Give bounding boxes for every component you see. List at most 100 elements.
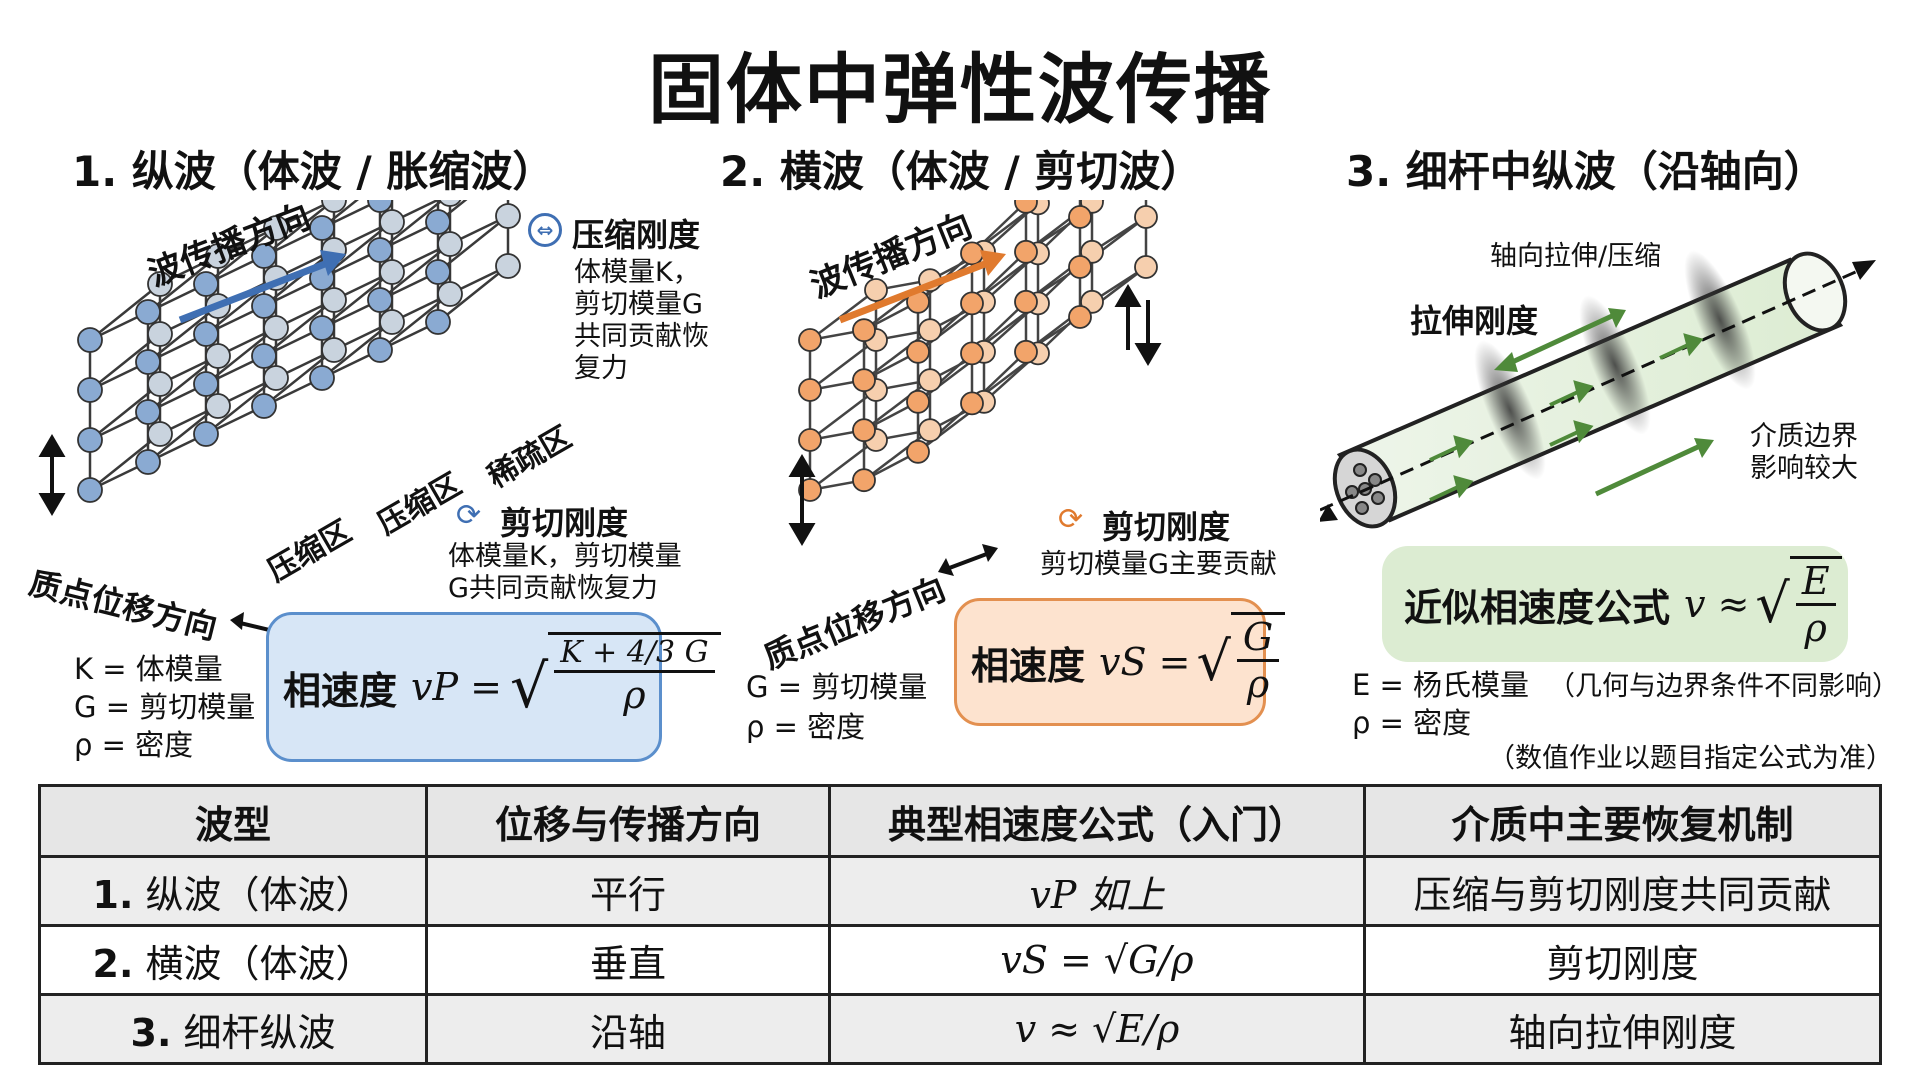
lattice-node xyxy=(135,299,161,325)
lattice-node xyxy=(960,341,984,366)
legend-1-K: K = 体模量 xyxy=(74,652,223,686)
lattice-node xyxy=(251,393,277,419)
boundary-label-1: 介质边界 xyxy=(1750,421,1858,452)
propagation-arrow-icon-2 xyxy=(838,250,1006,324)
lattice-node xyxy=(135,449,161,475)
summary-table: 波型 位移与传播方向 典型相速度公式（入门） 介质中主要恢复机制 1. 纵波（体… xyxy=(38,784,1882,1065)
lattice-node xyxy=(309,215,335,241)
lattice-grid-2 xyxy=(798,200,1158,502)
legend-3-note: （几何与边界条件不同影响） xyxy=(1548,671,1899,702)
lattice-node xyxy=(425,209,451,235)
axial-label: 轴向拉伸/压缩 xyxy=(1490,241,1662,272)
boundary-label-2: 影响较大 xyxy=(1750,453,1858,484)
lattice-node xyxy=(367,200,393,213)
lattice-node xyxy=(852,468,876,493)
lattice-node xyxy=(77,377,103,403)
rod-fibers-icon xyxy=(1345,463,1385,515)
formula-den-3: ρ xyxy=(1804,606,1827,650)
lattice-node xyxy=(425,259,451,285)
lattice-node xyxy=(367,337,393,363)
lattice-node xyxy=(309,365,335,391)
formula-lhs-1: vP = xyxy=(411,665,502,709)
section-title-transverse: 2. 横波（体波 / 剪切波） xyxy=(720,147,1203,196)
lattice-node xyxy=(852,318,876,343)
lattice-node xyxy=(495,253,521,279)
axis-arrow-icon xyxy=(1320,504,1338,522)
table-cell-formula: v ≈ √E/ρ xyxy=(828,993,1366,1065)
compression-desc-2: 剪切模量G xyxy=(574,289,703,320)
lattice-node xyxy=(437,231,463,257)
formula-den-1: ρ xyxy=(623,673,646,717)
legend-2-rho: ρ = 密度 xyxy=(746,710,866,744)
table-cell-formula: vS = √G/ρ xyxy=(828,924,1366,996)
lattice-node xyxy=(263,365,289,391)
legend-3-E: E = 杨氏模量 xyxy=(1352,668,1530,702)
table-header-row: 波型 位移与传播方向 典型相速度公式（入门） 介质中主要恢复机制 xyxy=(38,784,1882,858)
table-cell-mechanism: 剪切刚度 xyxy=(1363,924,1882,996)
lattice-node xyxy=(251,293,277,319)
lattice-node xyxy=(798,328,822,352)
lattice-node xyxy=(852,418,876,443)
legend-1-G: G = 剪切模量 xyxy=(74,690,256,724)
lattice-node xyxy=(1068,305,1092,329)
rod-cylinder xyxy=(1320,250,1876,529)
lattice-node xyxy=(205,393,231,419)
propagation-arrow-icon xyxy=(178,250,346,324)
section-title-longitudinal: 1. 纵波（体波 / 胀缩波） xyxy=(72,147,555,196)
lattice-node xyxy=(147,371,173,397)
lattice-node xyxy=(1134,205,1158,229)
formula-sqrt-3: √ E ρ xyxy=(1755,556,1842,652)
shear-desc-1b: G共同贡献恢复力 xyxy=(448,573,658,604)
lattice-node xyxy=(1068,255,1092,279)
lattice-node xyxy=(193,371,219,397)
lattice-node xyxy=(147,271,173,297)
table-header: 波型 xyxy=(38,784,428,858)
table-row: 3. 细杆纵波 沿轴 v ≈ √E/ρ 轴向拉伸刚度 xyxy=(38,993,1882,1065)
lattice-node xyxy=(251,343,277,369)
longitudinal-lattice xyxy=(38,200,521,516)
axis-arrow-icon xyxy=(1852,260,1876,280)
lattice-node xyxy=(918,418,942,443)
formula-lhs-2: vS = xyxy=(1099,640,1191,684)
compression-band xyxy=(1579,295,1651,435)
formula-sqrt-2: √ G ρ xyxy=(1196,612,1286,712)
lattice-node xyxy=(367,237,393,263)
tension-arrow-upper-icon xyxy=(1494,308,1626,372)
lattice-node xyxy=(798,378,822,402)
lattice-node xyxy=(135,349,161,375)
lattice-node xyxy=(852,368,876,393)
table-header: 典型相速度公式（入门） xyxy=(828,784,1366,858)
lattice-node xyxy=(918,368,942,393)
table-cell-type: 2. 横波（体波） xyxy=(38,924,428,996)
table-cell-direction: 平行 xyxy=(425,855,831,927)
table-cell-mechanism: 轴向拉伸刚度 xyxy=(1363,993,1882,1065)
tension-arrows-icon xyxy=(1429,333,1704,502)
lattice-node xyxy=(438,200,462,207)
section-title-rod: 3. 细杆中纵波（沿轴向） xyxy=(1346,147,1826,196)
formula-lhs-3: v ≈ xyxy=(1684,582,1750,626)
lattice-node xyxy=(147,421,173,447)
formula-sqrt-1: √ K + 4/3 G ρ xyxy=(510,632,721,742)
lattice-node xyxy=(918,318,942,343)
lattice-node xyxy=(864,278,888,302)
lattice-node xyxy=(309,315,335,341)
lattice-node xyxy=(798,478,822,502)
compression-icon: ⇔ xyxy=(528,213,562,247)
lattice-node xyxy=(798,428,822,452)
lattice-node xyxy=(193,321,219,347)
lattice-node xyxy=(263,215,289,241)
lattice-node xyxy=(1134,255,1158,279)
shear-title-1: 剪切刚度 xyxy=(500,504,629,542)
lattice-node xyxy=(263,315,289,341)
formula-num-3: E xyxy=(1801,559,1830,603)
lattice-node xyxy=(437,281,463,307)
vertical-arrow-icon-2 xyxy=(788,284,1162,546)
lattice-node xyxy=(1014,339,1038,364)
lattice-node xyxy=(906,339,930,364)
table-row: 1. 纵波（体波） 平行 vP 如上 压缩与剪切刚度共同贡献 xyxy=(38,855,1882,927)
table-cell-direction: 沿轴 xyxy=(425,993,831,1065)
horizontal-double-arrow-icon-2 xyxy=(938,544,998,576)
lattice-node xyxy=(1014,239,1038,264)
shear-title-2: 剪切刚度 xyxy=(1102,508,1231,546)
lattice-node xyxy=(193,271,219,297)
